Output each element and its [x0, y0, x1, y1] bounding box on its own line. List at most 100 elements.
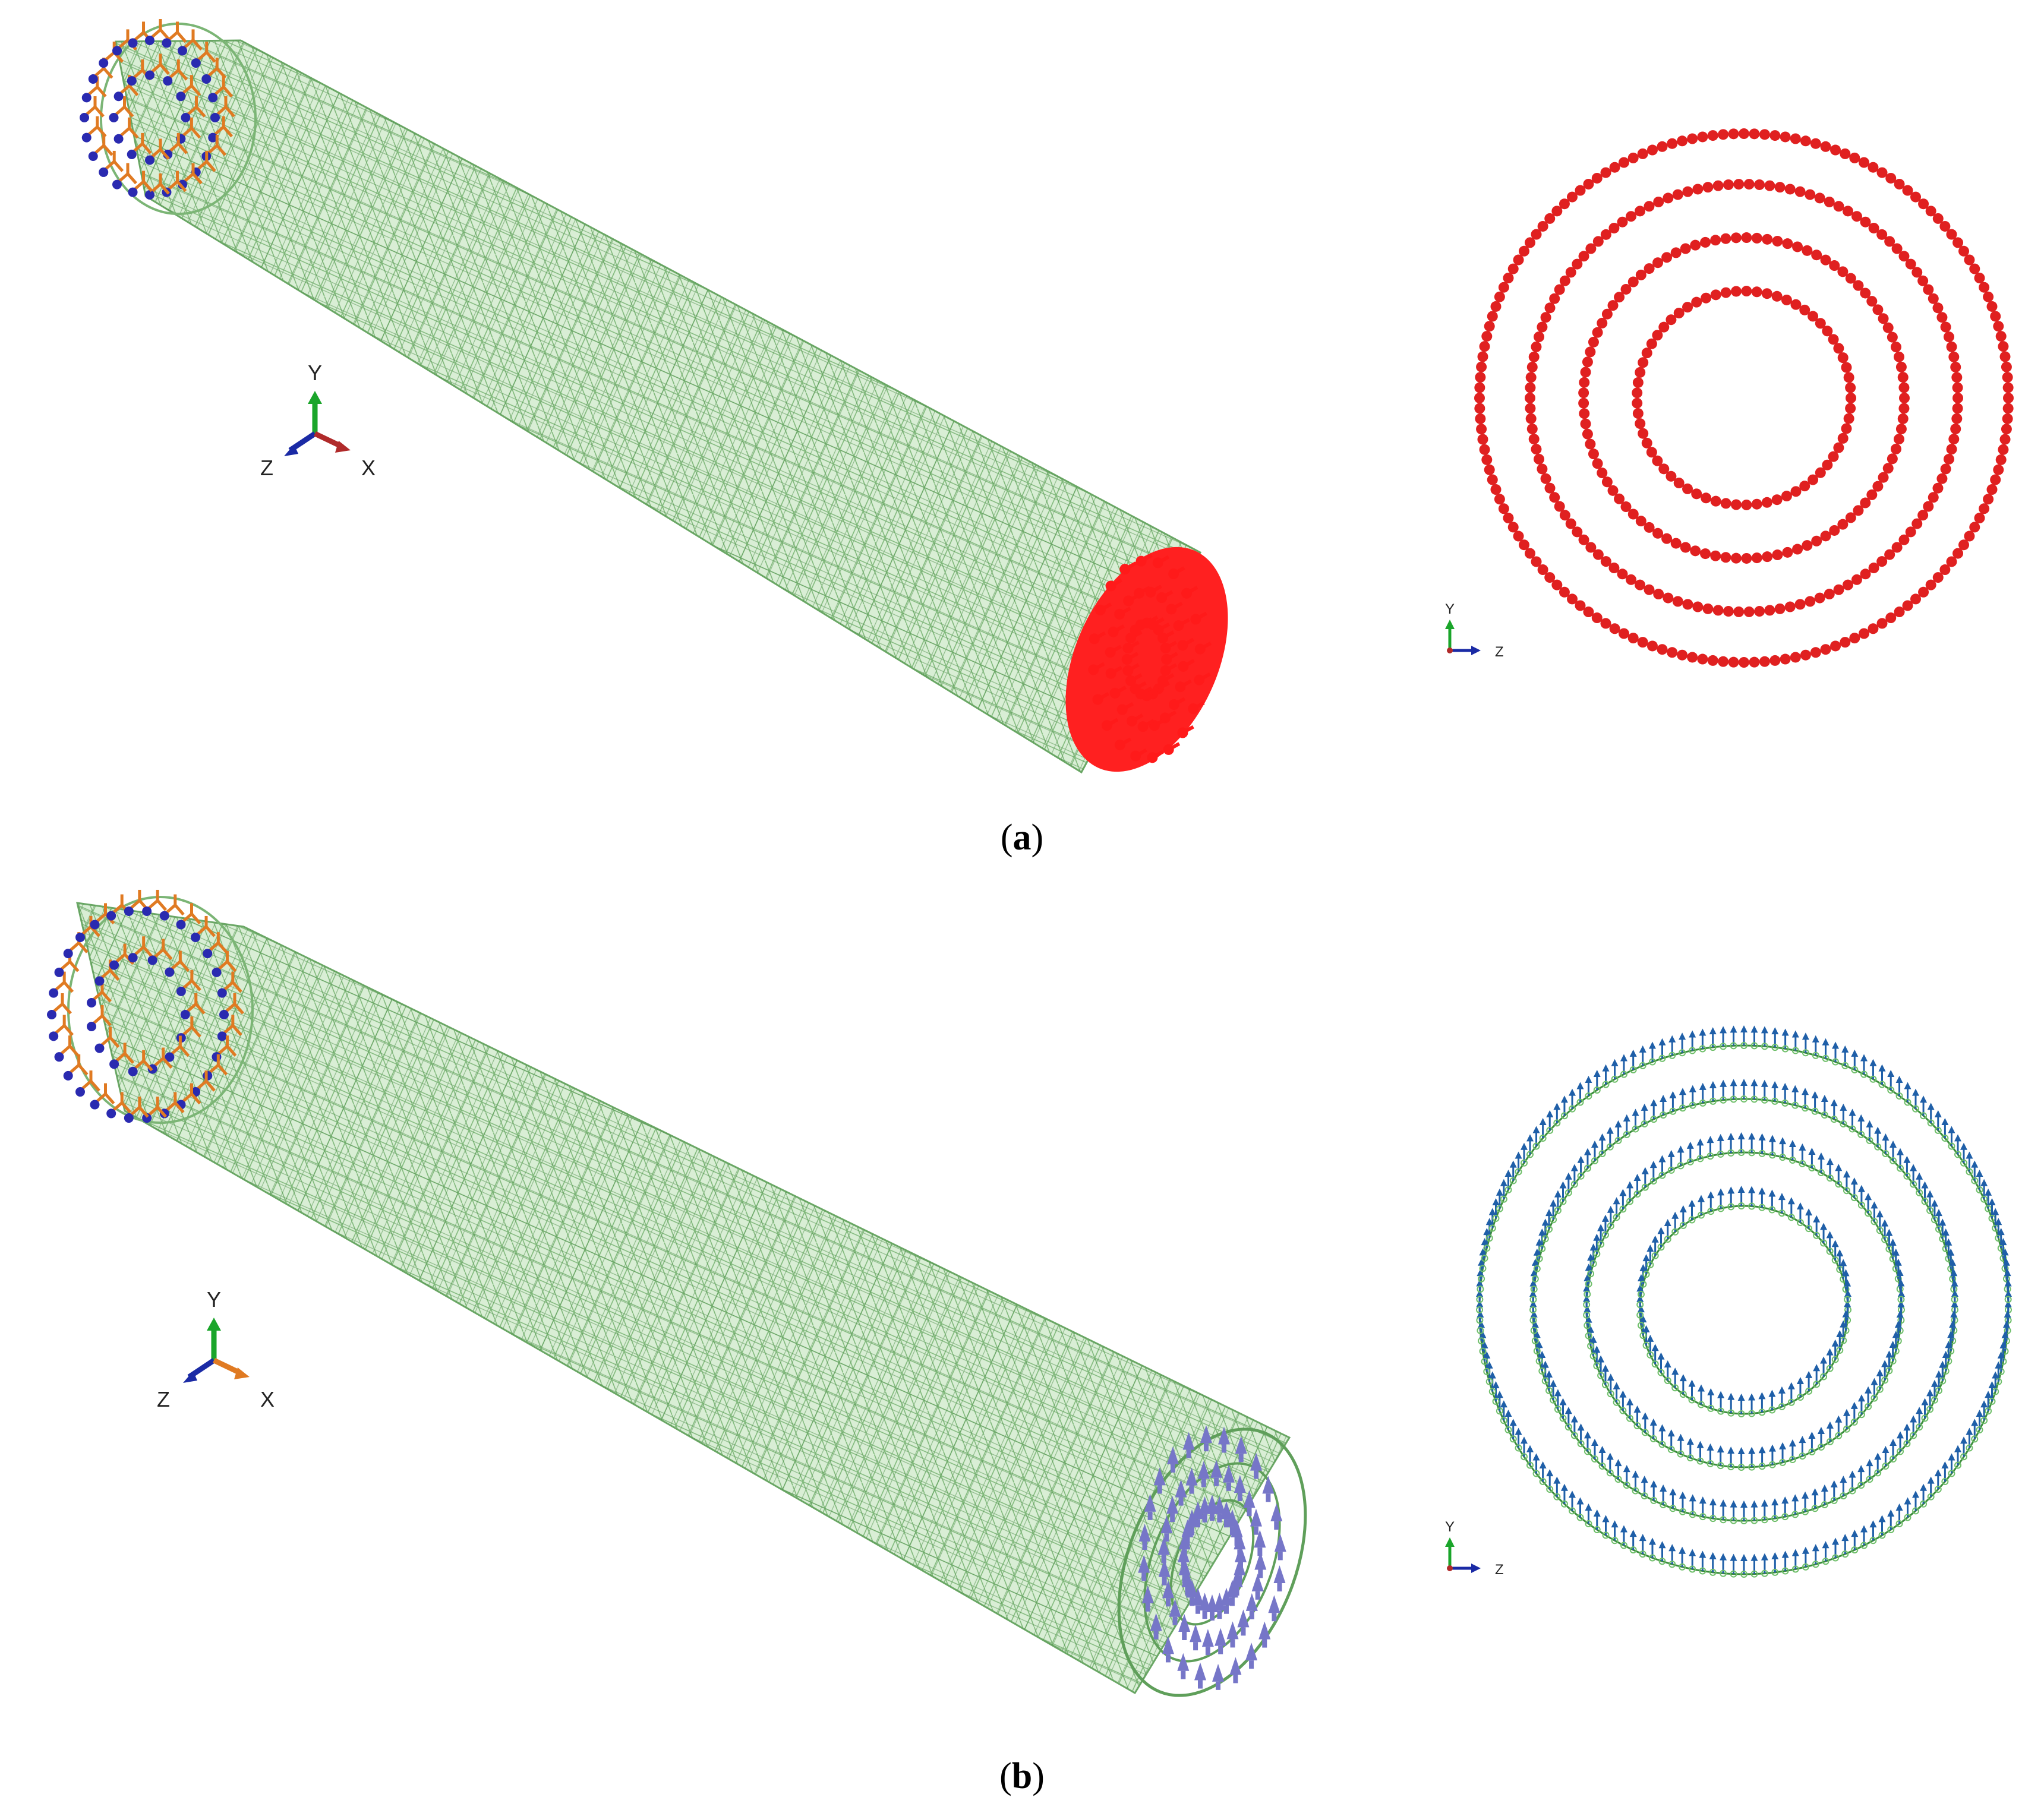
node-marker [1600, 556, 1611, 567]
node-marker [1646, 338, 1657, 349]
node-marker [1872, 304, 1884, 315]
node-load-arrow [1950, 1310, 1958, 1334]
node-marker [1697, 131, 1708, 143]
node-load-arrow [1709, 1081, 1717, 1105]
node-marker [1730, 552, 1742, 564]
node-marker [1910, 593, 1922, 605]
node-marker [1728, 128, 1739, 140]
cross-section-inset-b [1476, 1025, 2012, 1578]
node-load-arrow [1668, 1035, 1676, 1059]
node-load-arrow [1885, 1228, 1893, 1253]
load-arrow [1138, 1523, 1151, 1550]
node-load-arrow [1532, 1453, 1540, 1477]
node-load-arrow [1633, 1405, 1641, 1429]
node-load-arrow [1748, 1446, 1756, 1471]
node-load-arrow [1577, 1155, 1585, 1180]
load-arrow [1166, 1446, 1179, 1473]
fixed-support-symbol [86, 981, 112, 1007]
node-load-arrow [1669, 1488, 1677, 1512]
node-marker [1917, 275, 1929, 286]
node-marker [1720, 287, 1731, 298]
node-marker [1868, 563, 1879, 574]
node-marker [1840, 637, 1851, 648]
node-marker [1814, 192, 1825, 204]
node-marker [1658, 463, 1670, 475]
node-load-arrow [1971, 1160, 1979, 1185]
node-marker [1890, 342, 1901, 353]
node-load-arrow [1851, 1049, 1859, 1073]
node-marker [1608, 563, 1620, 574]
node-load-arrow [1857, 1465, 1865, 1489]
node-marker [1939, 220, 1951, 232]
node-load-arrow [1976, 1410, 1983, 1434]
node-marker [1644, 584, 1655, 595]
fixed-support-symbol [201, 58, 227, 84]
node-load-arrow [1889, 1341, 1897, 1365]
node-marker [1820, 141, 1831, 152]
node-marker [2002, 372, 2013, 383]
node-marker [1741, 499, 1752, 510]
node-marker [1540, 312, 1551, 323]
node-marker [1607, 300, 1619, 311]
node-load-arrow [1601, 1365, 1609, 1389]
node-load-arrow [1658, 1541, 1666, 1565]
node-load-arrow [1921, 1181, 1929, 1205]
node-load-arrow [1870, 1201, 1878, 1225]
node-marker [1537, 463, 1548, 475]
node-marker [1657, 644, 1668, 655]
load-arrow [1210, 1460, 1223, 1486]
load-arrow [1213, 1496, 1226, 1523]
node-marker [1477, 351, 1488, 362]
node-load-arrow [1541, 1218, 1549, 1243]
load-arrows-a [1088, 554, 1212, 763]
node-load-arrow [1509, 1160, 1517, 1185]
node-load-arrow [1889, 1238, 1897, 1262]
node-marker [1531, 341, 1542, 352]
node-marker [1829, 260, 1840, 271]
node-load-arrow [1821, 1484, 1828, 1508]
node-load-arrow [1554, 1190, 1562, 1214]
node-marker [1802, 245, 1813, 256]
node-load-arrow [1646, 1245, 1654, 1269]
node-marker [1490, 301, 1502, 312]
node-marker [1525, 382, 1536, 393]
node-load-arrow [1822, 1541, 1829, 1565]
node-load-arrow [1632, 1108, 1639, 1133]
node-load-arrow [1641, 1167, 1649, 1191]
node-load-arrow [1660, 1484, 1667, 1508]
node-marker [1551, 206, 1563, 217]
node-load-arrow [1820, 1356, 1828, 1381]
node-load-arrow [1787, 1197, 1795, 1221]
node-marker [1592, 458, 1603, 469]
node-load-arrow [1641, 1412, 1649, 1436]
node-load-arrow [1895, 1504, 1903, 1528]
load-arrow [1101, 718, 1119, 731]
node-marker [1600, 167, 1611, 178]
node-marker [1474, 403, 1485, 414]
load-arrow [1254, 1552, 1267, 1578]
node-marker [1597, 468, 1608, 479]
node-marker [1790, 486, 1802, 497]
node-marker [1700, 548, 1711, 560]
node-marker [1762, 551, 1773, 563]
node-load-arrow [1882, 1446, 1890, 1470]
load-arrow [1147, 750, 1164, 763]
node-marker [1644, 263, 1655, 274]
node-load-arrow [1808, 1432, 1816, 1456]
node-marker [1537, 564, 1548, 576]
node-load-arrow [1761, 1553, 1768, 1577]
node-load-arrow [1689, 1549, 1696, 1573]
node-load-arrow [1626, 1181, 1634, 1205]
load-arrow [1160, 663, 1178, 676]
node-marker [1849, 152, 1860, 163]
node-marker [1592, 327, 1603, 338]
node-marker [1580, 367, 1591, 378]
node-load-arrow [1835, 1164, 1843, 1188]
node-marker [1687, 133, 1698, 144]
node-marker [1672, 596, 1683, 607]
node-load-arrow [1606, 1452, 1614, 1477]
node-load-arrow [1667, 1429, 1675, 1454]
node-marker [1828, 451, 1839, 462]
node-load-arrow [1585, 1075, 1592, 1100]
node-load-arrow [1799, 1143, 1806, 1167]
